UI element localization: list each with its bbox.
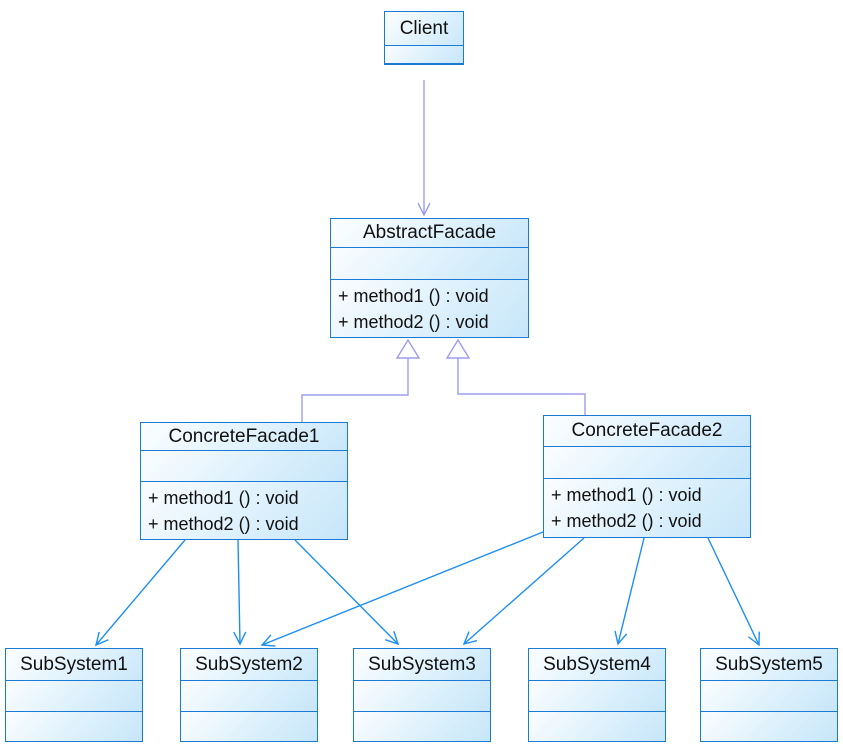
class-title: SubSystem1 bbox=[6, 649, 142, 680]
attributes-compartment bbox=[385, 45, 463, 63]
method-entry: + method2 () : void bbox=[338, 312, 489, 332]
operations-compartment bbox=[701, 711, 837, 741]
class-title: SubSystem4 bbox=[529, 649, 665, 680]
method-entry: + method1 () : void bbox=[148, 488, 299, 508]
class-title: ConcreteFacade1 bbox=[141, 423, 347, 450]
attributes-compartment bbox=[544, 446, 750, 478]
class-title: SubSystem3 bbox=[354, 649, 490, 680]
class-subsystem4[interactable]: SubSystem4 bbox=[528, 648, 666, 742]
class-abstractfacade[interactable]: AbstractFacade + method1 () : void + met… bbox=[330, 218, 529, 338]
edge-concretefacade1-subsystem3[interactable] bbox=[294, 539, 400, 646]
generalization-triangle-icon bbox=[445, 338, 471, 359]
class-title: Client bbox=[385, 12, 463, 45]
method-entry: + method2 () : void bbox=[148, 514, 299, 534]
operations-compartment: + method1 () : void + method2 () : void bbox=[331, 279, 528, 337]
class-subsystem3[interactable]: SubSystem3 bbox=[353, 648, 491, 742]
class-title: SubSystem5 bbox=[701, 649, 837, 680]
method-entry: + method1 () : void bbox=[338, 286, 489, 306]
edge-concretefacade1-abstractfacade[interactable] bbox=[301, 338, 421, 422]
class-subsystem5[interactable]: SubSystem5 bbox=[700, 648, 838, 742]
attributes-compartment bbox=[6, 680, 142, 711]
generalization-triangle-icon bbox=[395, 338, 421, 359]
edge-concretefacade2-subsystem3[interactable] bbox=[462, 537, 585, 646]
edge-concretefacade1-subsystem1[interactable] bbox=[94, 539, 186, 647]
attributes-compartment bbox=[701, 680, 837, 711]
attributes-compartment bbox=[141, 450, 347, 481]
operations-compartment bbox=[385, 63, 463, 64]
attributes-compartment bbox=[529, 680, 665, 711]
attributes-compartment bbox=[331, 247, 528, 279]
edge-concretefacade2-subsystem4[interactable] bbox=[614, 537, 645, 646]
attributes-compartment bbox=[181, 680, 317, 711]
operations-compartment: + method1 () : void + method2 () : void bbox=[544, 478, 750, 537]
operations-compartment: + method1 () : void + method2 () : void bbox=[141, 481, 347, 539]
class-subsystem2[interactable]: SubSystem2 bbox=[180, 648, 318, 742]
method-entry: + method2 () : void bbox=[551, 511, 702, 531]
edge-concretefacade2-abstractfacade[interactable] bbox=[445, 338, 586, 415]
operations-compartment bbox=[529, 711, 665, 741]
class-concretefacade1[interactable]: ConcreteFacade1 + method1 () : void + me… bbox=[140, 422, 348, 540]
operations-compartment bbox=[6, 711, 142, 741]
edge-concretefacade2-subsystem5[interactable] bbox=[707, 537, 760, 647]
attributes-compartment bbox=[354, 680, 490, 711]
operations-compartment bbox=[354, 711, 490, 741]
class-concretefacade2[interactable]: ConcreteFacade2 + method1 () : void + me… bbox=[543, 415, 751, 538]
class-subsystem1[interactable]: SubSystem1 bbox=[5, 648, 143, 742]
method-entry: + method1 () : void bbox=[551, 485, 702, 505]
edge-concretefacade1-subsystem2[interactable] bbox=[233, 539, 247, 646]
class-title: ConcreteFacade2 bbox=[544, 416, 750, 446]
class-title: SubSystem2 bbox=[181, 649, 317, 680]
edge-concretefacade2-subsystem2[interactable] bbox=[260, 531, 544, 647]
operations-compartment bbox=[181, 711, 317, 741]
class-client[interactable]: Client bbox=[384, 11, 464, 65]
class-title: AbstractFacade bbox=[331, 219, 528, 247]
